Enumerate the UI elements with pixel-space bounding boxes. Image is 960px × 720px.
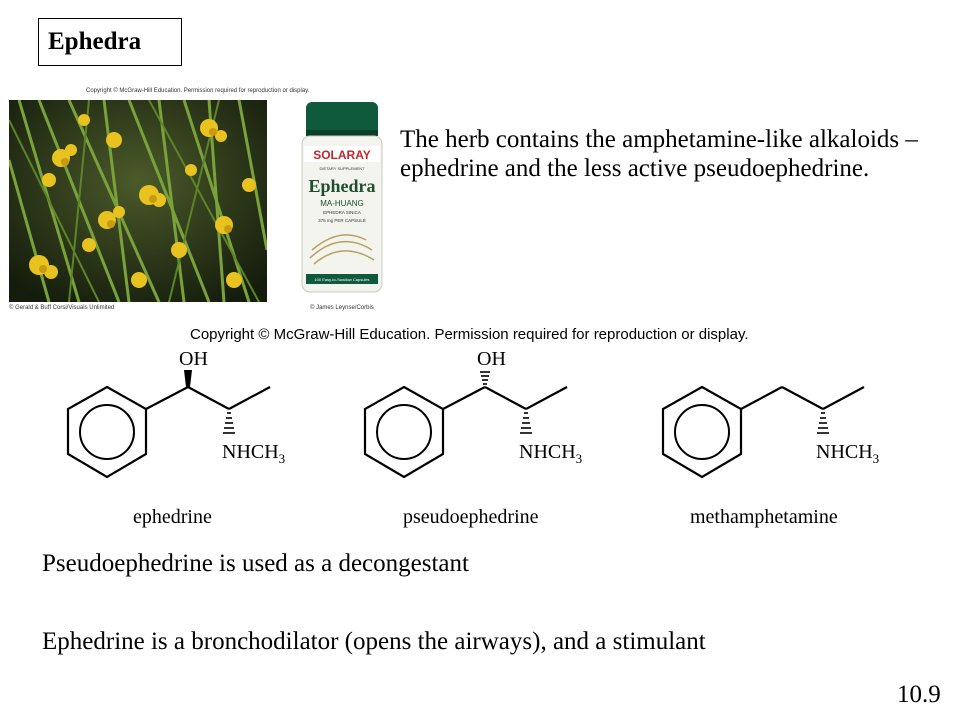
decongestant-fact: Pseudoephedrine is used as a decongestan… <box>42 550 469 577</box>
hashed-bond <box>480 371 490 385</box>
pseudoephedrine-label: pseudoephedrine <box>403 506 539 528</box>
structures-copyright: Copyright © McGraw-Hill Education. Permi… <box>190 326 749 343</box>
bronchodilator-fact: Ephedrine is a bronchodilator (opens the… <box>42 628 706 655</box>
hashed-bond <box>817 412 829 434</box>
hashed-bond <box>223 412 235 434</box>
bottle-product: Ephedra <box>308 176 375 196</box>
aromatic-circle <box>79 404 135 460</box>
supplement-bottle-photo: SOLARAY DIETARY SUPPLEMENT Ephedra MA-HU… <box>300 100 384 296</box>
ephedrine-structure: OH NHCH3 ephedrine <box>66 348 285 528</box>
hydroxyl-label: OH <box>477 348 506 370</box>
hashed-bond <box>520 412 532 434</box>
hydroxyl-label: OH <box>179 348 208 370</box>
ephedrine-label: ephedrine <box>133 506 212 528</box>
slide-title: Ephedra <box>38 18 182 66</box>
bottle-supplement-line: DIETARY SUPPLEMENT <box>319 166 365 171</box>
bottle-latin: EPHEDRA SINICA <box>323 210 361 215</box>
bottle-brand: SOLARAY <box>313 148 371 162</box>
amine-label: NHCH3 <box>816 441 879 466</box>
plant-photo-credit: © Gerald & Buff Corsi/Visuals Unlimited <box>9 305 115 311</box>
wedge-bond <box>184 370 192 387</box>
ephedra-plant-photo <box>9 100 267 302</box>
bottle-photo-credit: © James Leynse/Corbis <box>310 305 374 311</box>
amine-label: NHCH3 <box>519 441 582 466</box>
photo-copyright: Copyright © McGraw-Hill Education. Permi… <box>86 88 310 94</box>
intro-paragraph: The herb contains the amphetamine-like a… <box>400 126 918 182</box>
slide-number: 10.9 <box>897 681 941 708</box>
bottle-footer: 100 Easy-to-Swallow Capsules <box>314 277 369 282</box>
pseudoephedrine-structure: OH NHCH3 pseudoephedrine <box>363 348 582 528</box>
bottle-dose: 375 mg PER CAPSULE <box>318 218 366 223</box>
methamphetamine-structure: NHCH3 methamphetamine <box>661 385 879 528</box>
aromatic-circle <box>674 404 730 460</box>
amine-label: NHCH3 <box>222 441 285 466</box>
methamphetamine-label: methamphetamine <box>690 506 838 528</box>
bottle-subtitle: MA-HUANG <box>320 199 364 208</box>
chemical-structures-figure: OH NHCH3 ephedrine OH <box>66 348 879 528</box>
aromatic-circle <box>376 404 432 460</box>
